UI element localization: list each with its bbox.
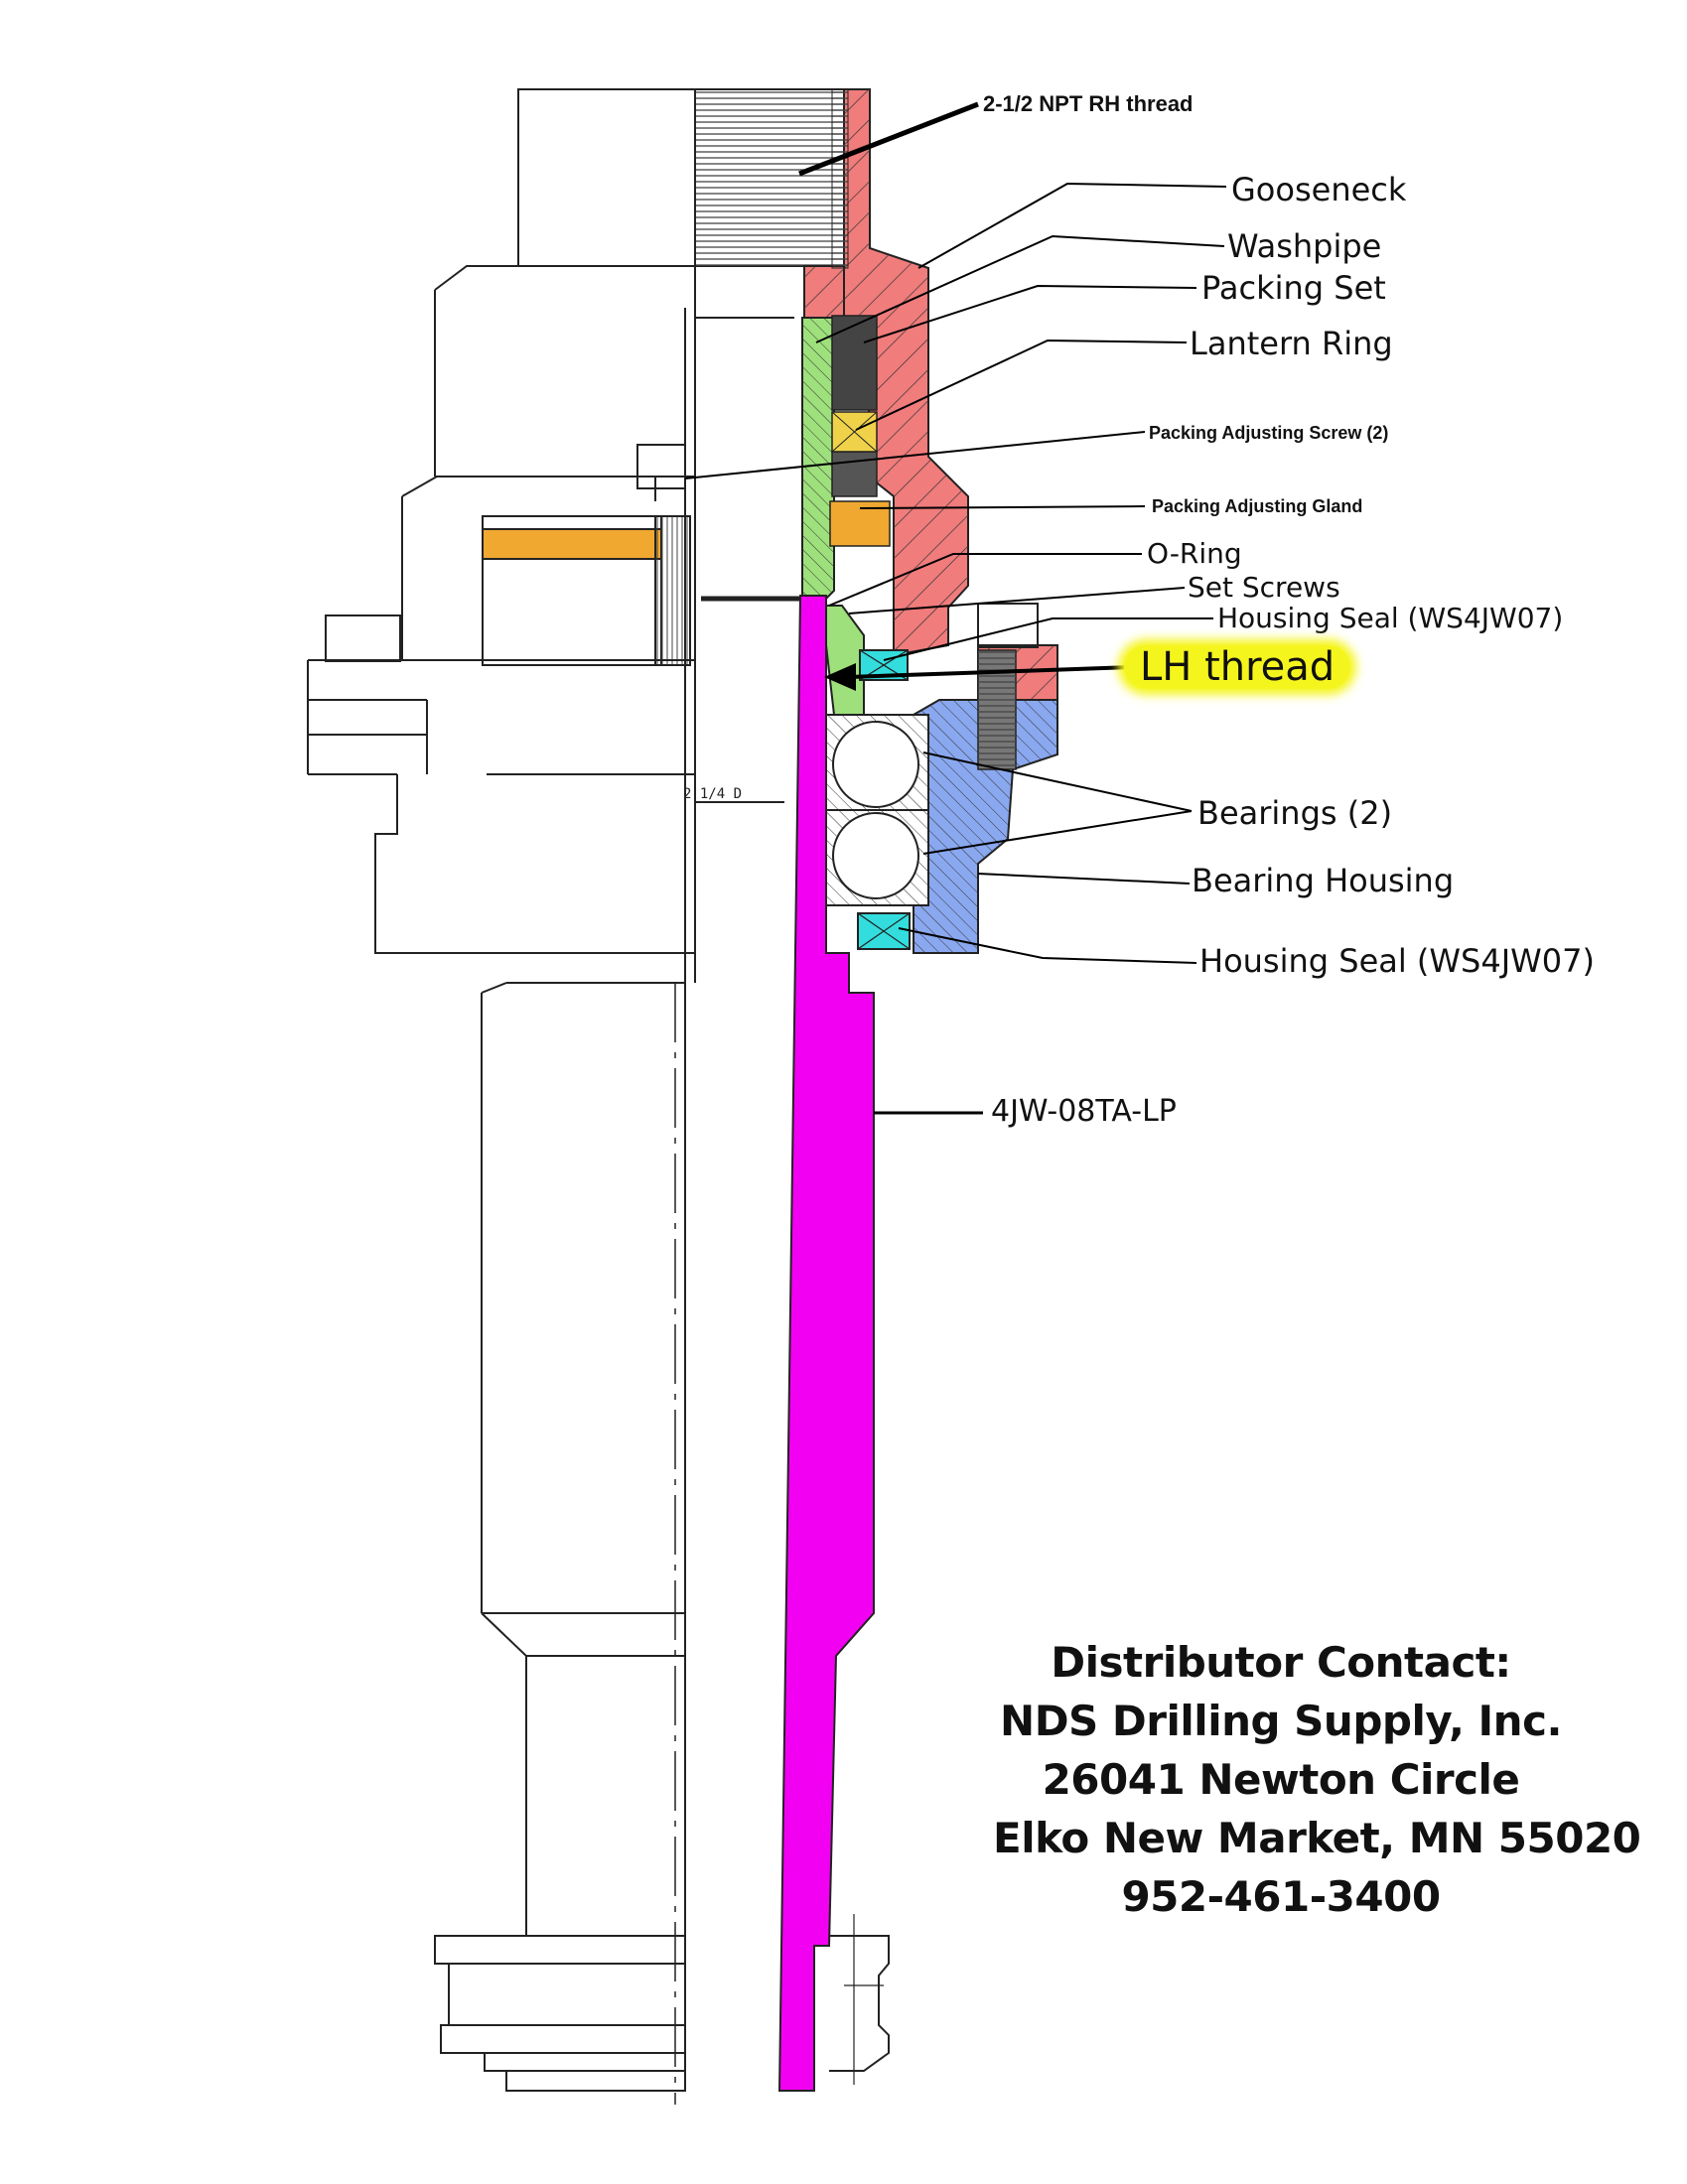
label-o-ring: O-Ring xyxy=(1147,537,1242,570)
leader-bearings-a xyxy=(922,751,1193,812)
leader-bearings-b xyxy=(922,810,1193,855)
contact-heading: Distributor Contact: xyxy=(1051,1638,1511,1687)
leader-lines xyxy=(684,101,1227,1115)
label-lantern-ring: Lantern Ring xyxy=(1190,325,1393,362)
leader-lantern-ring xyxy=(855,339,1188,431)
label-packing-adjusting-screw: Packing Adjusting Screw (2) xyxy=(1149,423,1389,443)
bearings-section xyxy=(823,714,929,906)
contact-phone: 952-461-3400 xyxy=(1121,1872,1441,1921)
label-washpipe: Washpipe xyxy=(1227,227,1382,265)
label-gooseneck: Gooseneck xyxy=(1231,171,1407,208)
leader-packing-screw xyxy=(684,431,1146,479)
label-npt-thread: 2-1/2 NPT RH thread xyxy=(983,91,1194,116)
label-housing-seal-top: Housing Seal (WS4JW07) xyxy=(1217,602,1564,634)
leader-bearing-housing xyxy=(977,873,1191,885)
leader-packing-set xyxy=(863,284,1197,343)
label-packing-set: Packing Set xyxy=(1201,269,1386,307)
leader-housing-seal-bottom xyxy=(898,927,1197,964)
contact-street: 26041 Newton Circle xyxy=(1042,1755,1520,1804)
contact-city: Elko New Market, MN 55020 xyxy=(993,1814,1641,1862)
washpipe-section xyxy=(777,595,875,2092)
leader-gooseneck xyxy=(917,182,1227,269)
label-lh-thread: LH thread xyxy=(1124,645,1351,689)
leader-npt xyxy=(798,101,979,177)
label-packing-adjusting-gland: Packing Adjusting Gland xyxy=(1152,496,1363,516)
label-housing-seal-bottom: Housing Seal (WS4JW07) xyxy=(1199,942,1595,980)
leader-washpipe xyxy=(815,234,1225,343)
lh-thread-arrow xyxy=(824,663,1133,691)
leader-o-ring xyxy=(828,553,1142,607)
leader-housing-seal-top xyxy=(883,617,1213,661)
bottom-right-outline xyxy=(829,1914,890,2085)
housing-seals xyxy=(857,649,911,950)
label-bearings: Bearings (2) xyxy=(1197,794,1393,832)
bearing-housing-section xyxy=(913,649,1058,954)
dimension-label: 2 1/4 D xyxy=(683,786,743,802)
label-bearing-housing: Bearing Housing xyxy=(1192,862,1455,899)
leader-set-screws xyxy=(848,587,1186,614)
left-half-outline xyxy=(307,88,847,2105)
label-set-screws: Set Screws xyxy=(1188,571,1340,604)
contact-company: NDS Drilling Supply, Inc. xyxy=(1000,1697,1562,1745)
distributor-contact: Distributor Contact: NDS Drilling Supply… xyxy=(993,1633,1641,1926)
label-part-number: 4JW-08TA-LP xyxy=(991,1094,1177,1129)
leader-packing-gland xyxy=(859,505,1146,509)
